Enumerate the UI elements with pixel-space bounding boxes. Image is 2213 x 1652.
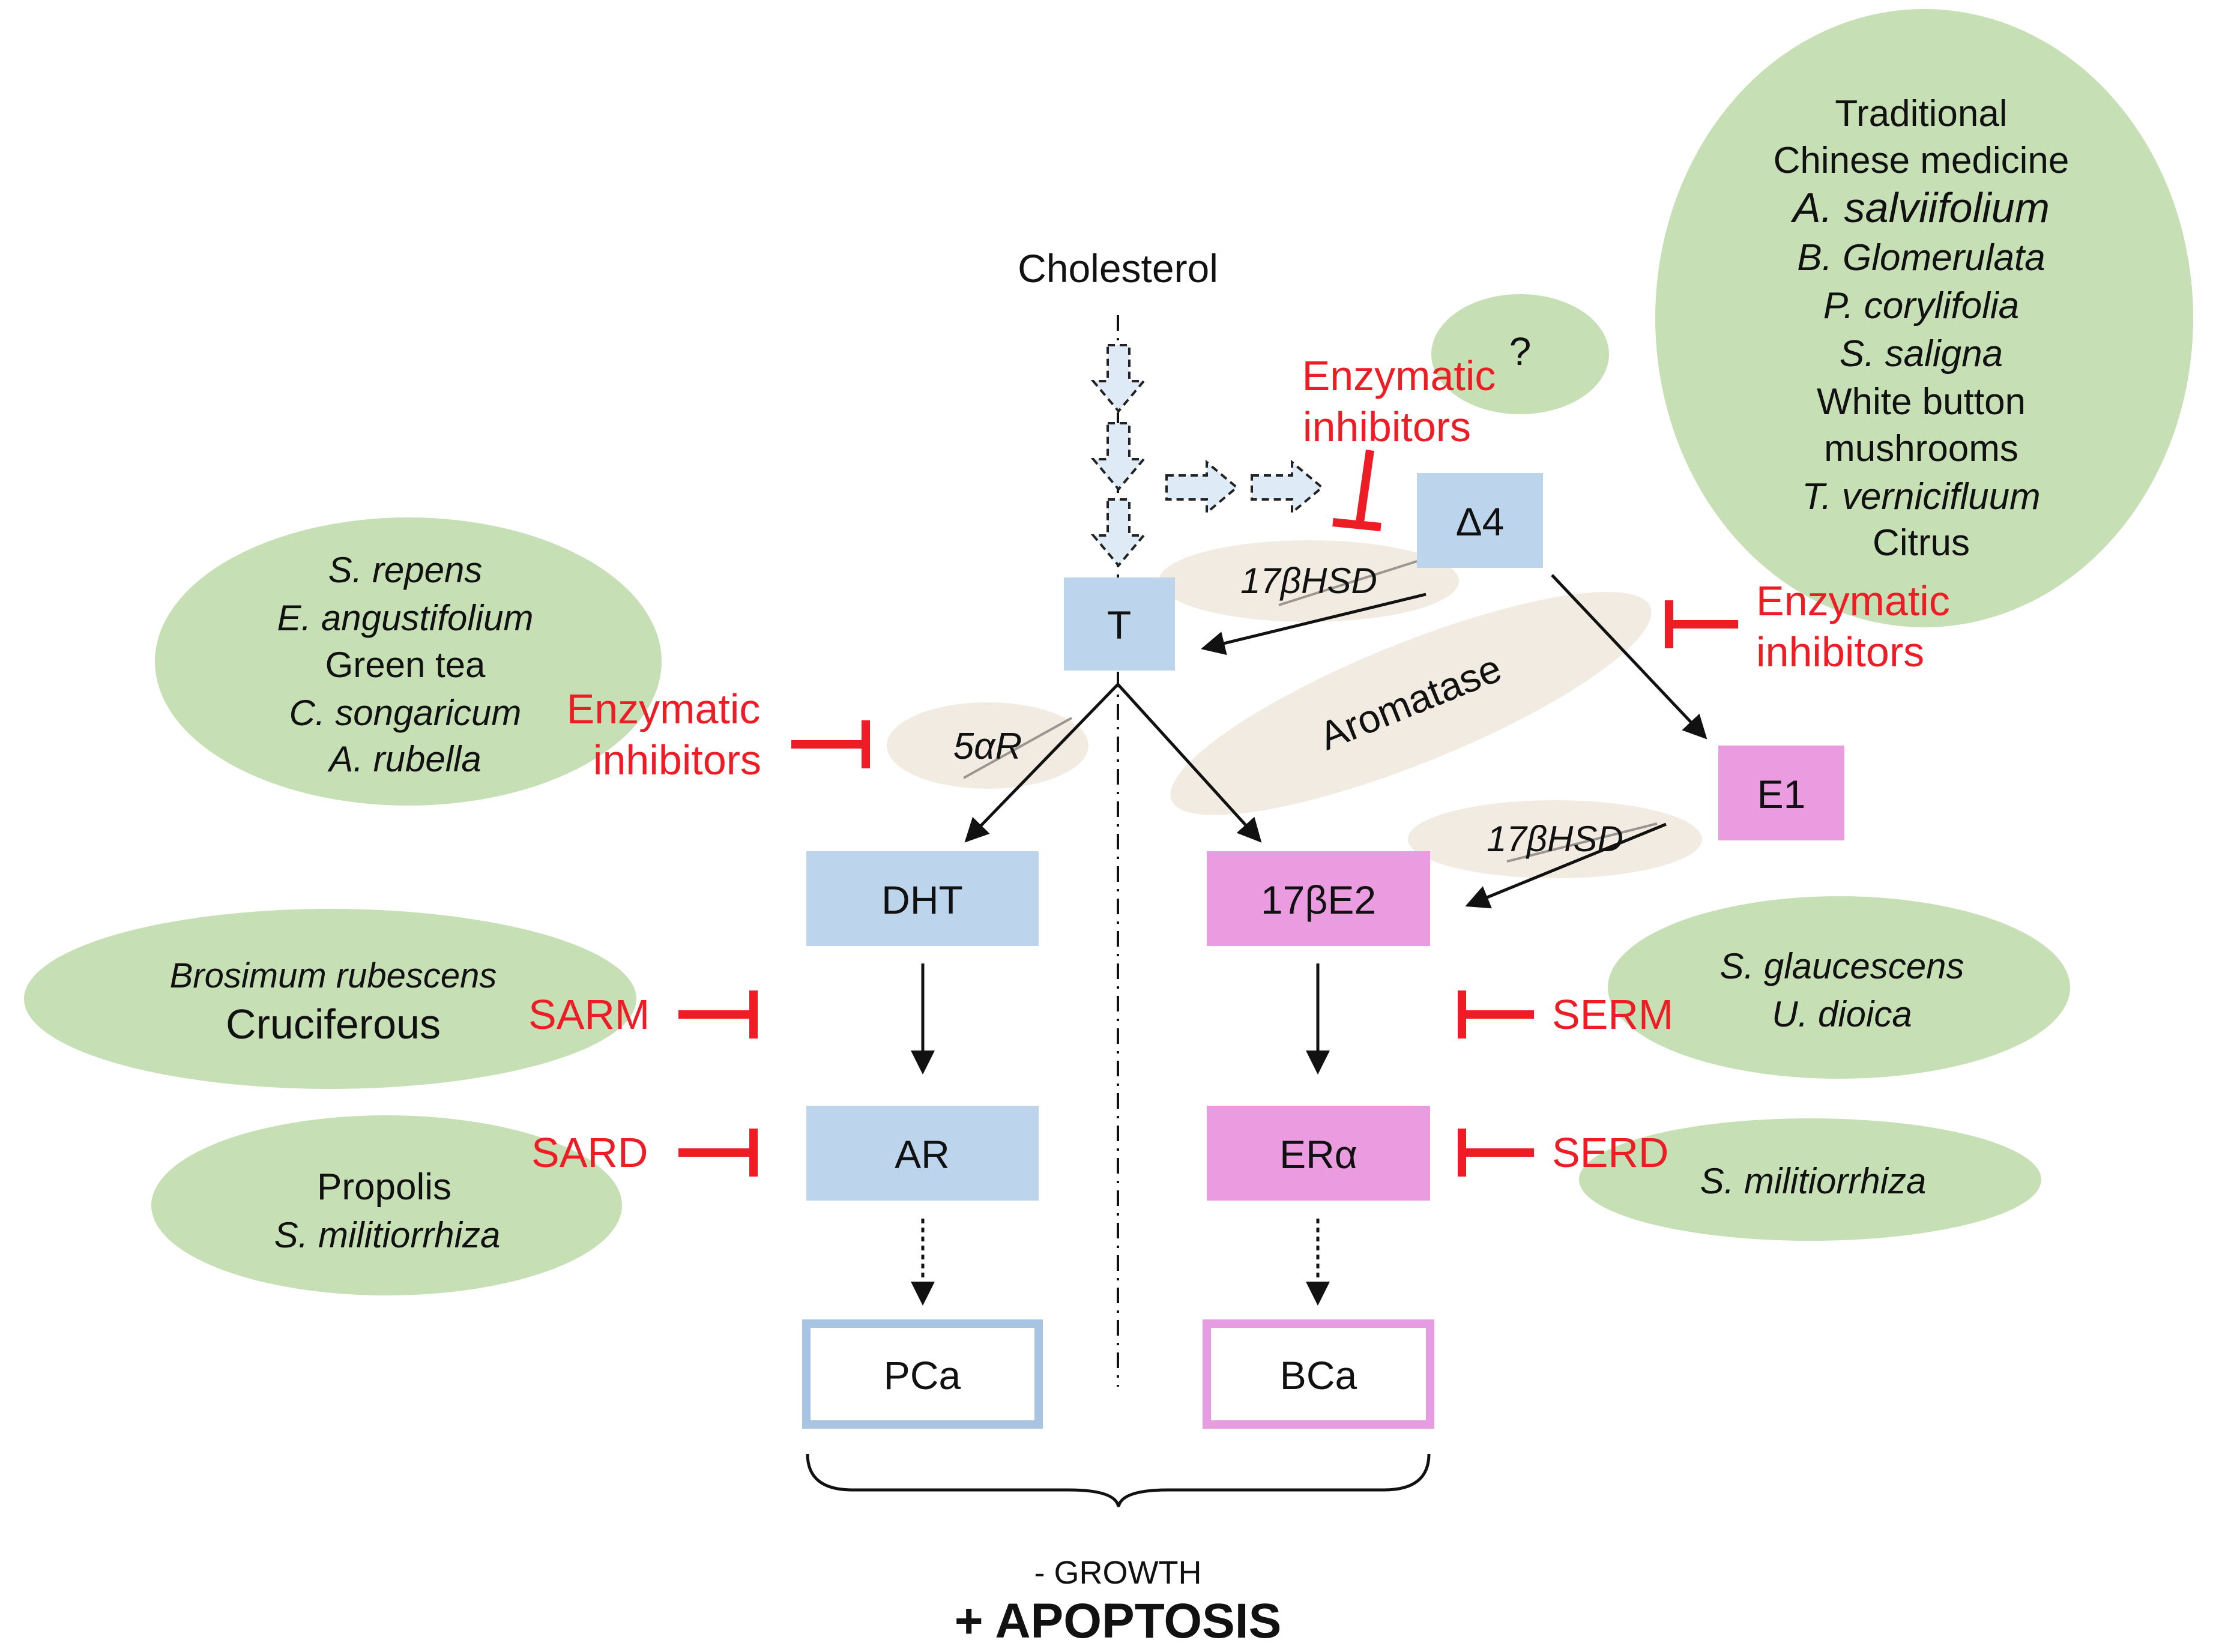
tcm-agents-ellipse	[1655, 9, 2193, 627]
ar-node-label: AR	[895, 1132, 950, 1177]
right-inhibitor-line1: Enzymatic	[1756, 577, 1950, 624]
reductase-agents-list: S. repens E. angustifolium Green tea C. …	[277, 550, 534, 779]
bca-node	[1203, 1319, 1434, 1429]
sard-agent: Propolis	[317, 1166, 451, 1208]
dht-node-label: DHT	[881, 878, 963, 922]
tcm-agent: T. vernicifluum	[1802, 476, 2040, 517]
e2-node-label: 17βE2	[1261, 878, 1376, 922]
tcm-agent: Chinese medicine	[1774, 140, 2070, 181]
pca-node	[802, 1319, 1043, 1429]
left-inhibitor-line2: inhibitors	[593, 737, 761, 783]
sarm-label: SARM	[528, 991, 650, 1038]
flow-arrows	[911, 574, 1707, 1306]
outcome-brace	[806, 1453, 1431, 1507]
inhibition-symbols	[678, 450, 1738, 1177]
cholesterol-label: Cholesterol	[1018, 246, 1218, 291]
reductase-agent: S. repens	[328, 550, 483, 590]
hsd-upper-enzyme	[1159, 540, 1459, 622]
tcm-agents-list: Traditional Chinese medicine A. salviifo…	[1774, 93, 2070, 564]
e2-node	[1207, 851, 1430, 946]
reductase-label: 5αR	[953, 726, 1022, 767]
t-node	[1064, 577, 1175, 671]
delta4-node	[1417, 473, 1543, 568]
right-inhibitor-line2: inhibitors	[1756, 629, 1924, 675]
e1-node	[1718, 746, 1844, 840]
inhibitor-labels: Enzymatic inhibitors Enzymatic inhibitor…	[528, 352, 1950, 1176]
top-inhibitor-line2: inhibitors	[1303, 403, 1471, 450]
tcm-agent: Citrus	[1873, 522, 1970, 564]
sard-agents-ellipse	[151, 1115, 622, 1295]
enzyme-strike-lines	[963, 560, 1658, 863]
serd-label: SERD	[1552, 1129, 1668, 1176]
hsd-lower-label: 17βHSD	[1487, 819, 1623, 859]
tcm-agent: S. saligna	[1840, 333, 2003, 375]
sard-agent: S. militiorrhiza	[274, 1215, 501, 1255]
bca-node-label: BCa	[1280, 1353, 1357, 1397]
reductase-agent: C. songaricum	[289, 693, 522, 733]
left-inhibitor-line1: Enzymatic	[567, 686, 761, 732]
era-node	[1207, 1106, 1430, 1201]
cholesterol-cascade-arrows	[1090, 344, 1324, 568]
growth-outcome: - GROWTH	[1034, 1555, 1202, 1591]
apoptosis-outcome: + APOPTOSIS	[955, 1594, 1282, 1648]
unknown-agent-ellipse	[1431, 294, 1609, 414]
tcm-agent: Traditional	[1835, 93, 2007, 134]
tcm-agent: White button	[1817, 381, 2026, 423]
reductase-agent: E. angustifolium	[277, 598, 534, 638]
pca-node-label: PCa	[884, 1353, 961, 1397]
delta4-node-label: Δ4	[1456, 499, 1505, 544]
reductase-agent: Green tea	[325, 645, 486, 685]
top-inhibitor-line1: Enzymatic	[1302, 352, 1496, 399]
e1-node-label: E1	[1757, 772, 1806, 816]
reductase-agents-ellipse	[155, 517, 662, 806]
sarm-agent: Brosimum rubescens	[170, 956, 497, 995]
tcm-agent: B. Glomerulata	[1797, 237, 2045, 279]
tcm-agent: P. corylifolia	[1823, 285, 2019, 327]
serd-agent: S. militiorrhiza	[1700, 1161, 1927, 1201]
serm-agent: U. dioica	[1772, 994, 1912, 1034]
dht-node	[806, 851, 1039, 946]
hsd-lower-enzyme	[1408, 800, 1702, 878]
tcm-agent: mushrooms	[1824, 428, 2018, 469]
serm-agent: S. glaucescens	[1720, 946, 1964, 986]
unknown-mark: ?	[1509, 329, 1532, 373]
era-node-label: ERα	[1279, 1132, 1357, 1177]
serm-label: SERM	[1552, 991, 1673, 1038]
hsd-upper-label: 17βHSD	[1240, 561, 1377, 601]
sarm-agents-ellipse	[24, 909, 636, 1089]
tcm-agent: A. salviifolium	[1790, 184, 2050, 231]
reductase-agent: A. rubella	[327, 739, 481, 779]
sarm-agent: Cruciferous	[226, 1001, 441, 1048]
t-node-label: T	[1107, 603, 1131, 647]
serm-agents-ellipse	[1608, 896, 2070, 1079]
serd-agents-ellipse	[1579, 1118, 2041, 1241]
ar-node	[806, 1106, 1039, 1201]
sard-label: SARD	[531, 1129, 648, 1176]
aromatase-enzyme	[1170, 592, 1652, 815]
